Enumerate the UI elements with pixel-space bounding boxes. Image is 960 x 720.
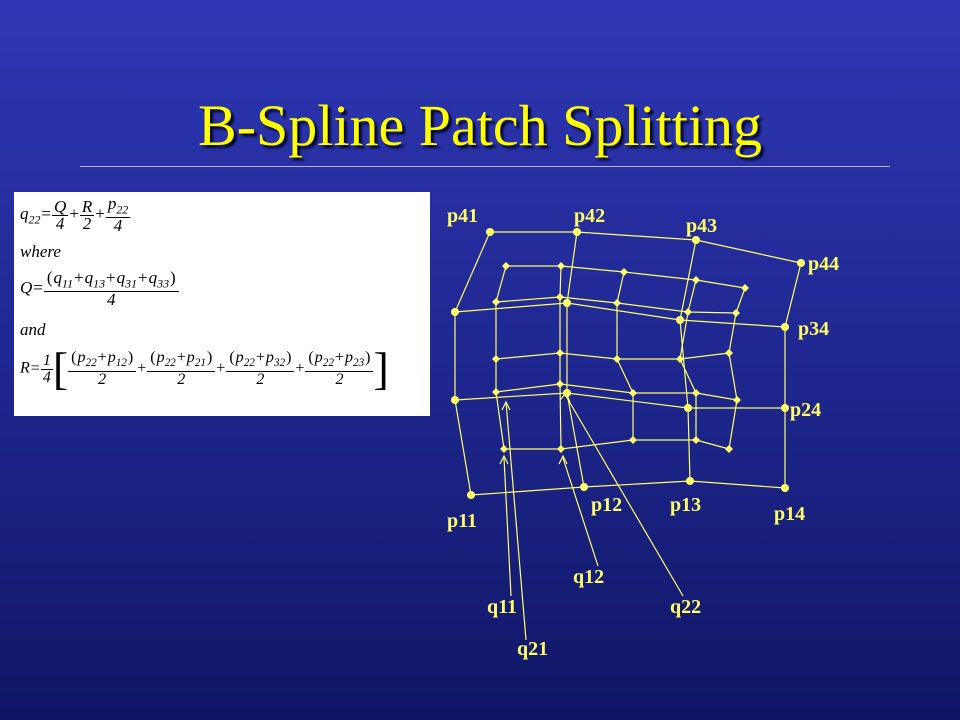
slide-title: B-Spline Patch Splitting (198, 93, 762, 158)
formula-q22-lhs-sub: 22 (28, 212, 41, 227)
point-p44 (797, 259, 805, 267)
formula-R-term2: (p22+p21)2 (147, 349, 216, 388)
label-p14: p14 (774, 503, 805, 525)
label-p12: p12 (591, 494, 622, 516)
label-p24: p24 (790, 399, 821, 421)
inner-point (502, 262, 510, 270)
point-p32 (563, 299, 571, 307)
point-p21 (451, 396, 459, 404)
inner-point (692, 276, 700, 284)
point-p22 (563, 389, 571, 397)
outer-row-4 (490, 231, 802, 264)
point-p23 (684, 404, 692, 412)
label-p11: p11 (447, 510, 477, 532)
inner-point (557, 445, 565, 453)
outer-row-2 (454, 392, 785, 409)
inner-row-3 (495, 352, 730, 360)
point-p41 (486, 228, 494, 236)
label-p41: p41 (447, 205, 478, 227)
formula-where: where (20, 242, 61, 261)
inner-point (733, 396, 741, 404)
inner-point (684, 308, 692, 316)
inner-point (676, 355, 684, 363)
inner-point (613, 355, 621, 363)
outer-row-1 (470, 480, 786, 496)
formula-Q-fraction: (q11+q13+q31+q33)4 (43, 269, 179, 308)
formula-Q: Q=(q11+q13+q31+q33)4 (20, 269, 179, 308)
label-p34: p34 (798, 318, 829, 340)
arrowhead-q12 (558, 454, 568, 465)
outer-col-3 (679, 239, 697, 482)
pointer-q12 (562, 457, 599, 567)
title-divider (80, 166, 890, 167)
formula-R-term1: (p22+p12)2 (68, 349, 137, 388)
inner-point (556, 380, 564, 388)
inner-point (492, 355, 500, 363)
arrowhead-q21 (501, 400, 511, 411)
inner-point (741, 284, 749, 292)
inner-point (613, 299, 621, 307)
mesh-lines (454, 231, 802, 641)
point-p11 (467, 491, 475, 499)
inner-point (557, 262, 565, 270)
point-p42 (573, 228, 581, 236)
point-labels: p41 p42 p43 p44 p34 p24 p14 p13 p12 p11 … (447, 205, 839, 660)
inner-point (492, 298, 500, 306)
point-p33 (676, 316, 684, 324)
inner-point (629, 436, 637, 444)
inner-point (629, 389, 637, 397)
label-p44: p44 (808, 253, 839, 275)
inner-row-1 (506, 265, 746, 289)
point-p31 (451, 308, 459, 316)
inner-point (556, 293, 564, 301)
point-p13 (686, 477, 694, 485)
label-q22: q22 (670, 596, 701, 618)
outer-col-1 (454, 231, 491, 496)
inner-point (492, 388, 500, 396)
label-p43: p43 (686, 215, 717, 237)
inner-point (692, 389, 700, 397)
outer-row-3 (454, 302, 786, 328)
arrowhead-q11 (499, 454, 509, 465)
point-p34 (781, 323, 789, 331)
outer-control-points (451, 228, 805, 499)
point-p24 (781, 404, 789, 412)
outer-col-2 (566, 231, 585, 488)
point-p43 (692, 236, 700, 244)
label-q21: q21 (517, 638, 548, 660)
label-q11: q11 (487, 596, 517, 618)
inner-point (620, 268, 628, 276)
label-q12: q12 (573, 566, 604, 588)
pointer-q11 (503, 457, 512, 597)
pointer-q22 (565, 395, 684, 597)
inner-point (692, 436, 700, 444)
inner-col-3 (616, 271, 634, 440)
formula-and: and (20, 320, 46, 339)
inner-point (725, 445, 733, 453)
inner-row-4 (495, 383, 738, 401)
inner-point (725, 349, 733, 357)
inner-point (732, 309, 740, 317)
formula-R-term3: (p22+p32)2 (226, 349, 295, 388)
inner-control-points (492, 262, 749, 453)
point-p14 (781, 484, 789, 492)
label-p13: p13 (670, 494, 701, 516)
point-p12 (580, 483, 588, 491)
pointer-q21 (505, 401, 527, 641)
formula-q22-lhs: q (20, 204, 29, 224)
label-p42: p42 (574, 205, 605, 227)
outer-col-4 (784, 262, 802, 488)
formula-R-term4: (p22+p23)2 (305, 349, 374, 388)
inner-point (500, 445, 508, 453)
inner-point (556, 349, 564, 357)
